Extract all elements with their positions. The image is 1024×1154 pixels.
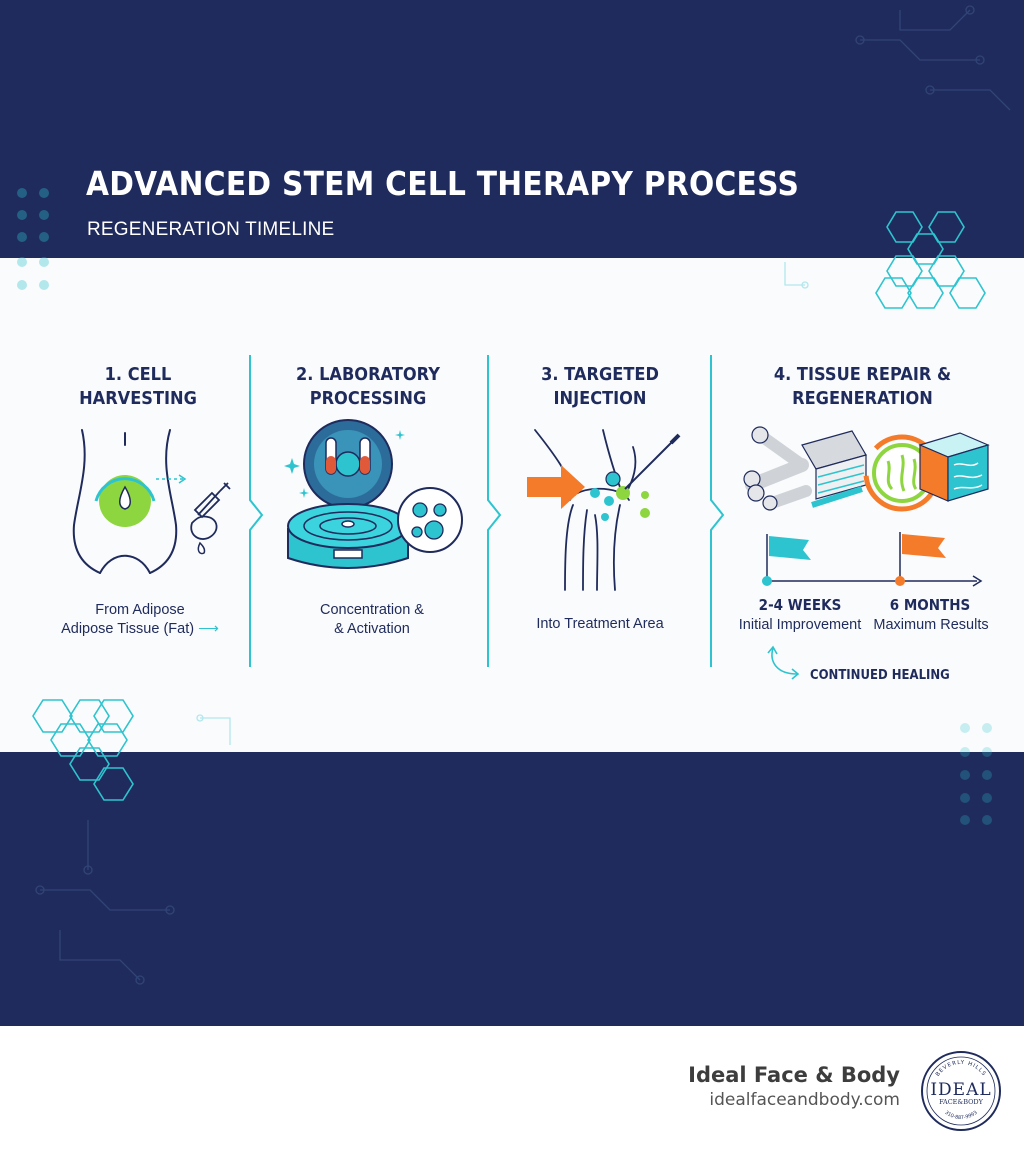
bottom-band: [0, 752, 1024, 1026]
milestone-1-sub: Initial Improvement: [738, 617, 862, 633]
divider-1: [249, 355, 264, 667]
step-3-caption: Into Treatment Area: [505, 615, 695, 634]
step-2-caption-line2: & Activation: [334, 621, 410, 637]
step-1-title: 1. CELL HARVESTING: [50, 363, 226, 411]
logo-word: IDEAL: [930, 1080, 991, 1100]
hexagon-cluster-left: [32, 699, 134, 801]
tissue-regeneration-icon: [743, 426, 990, 512]
brand-url[interactable]: idealfaceandbody.com: [709, 1090, 900, 1110]
continued-healing-label: CONTINUED HEALING: [810, 668, 950, 683]
arrow-right-icon: ⟶: [198, 621, 219, 637]
flag-icon-weeks: [762, 534, 811, 586]
page-subtitle: REGENERATION TIMELINE: [87, 219, 335, 240]
centrifuge-icon: [284, 419, 463, 569]
tissue-block-icon: [918, 432, 990, 502]
brand-name: Ideal Face & Body: [688, 1063, 900, 1087]
dot-grid-left: [17, 188, 49, 290]
tissue-layers-icon: [801, 430, 867, 508]
sparkle-icon: [284, 430, 405, 498]
background-decoration: [17, 5, 1011, 985]
step-2-caption-line1: Concentration &: [320, 602, 424, 618]
step-1-title-line2: HARVESTING: [79, 388, 197, 409]
step-4-title-line2: REGENERATION: [792, 388, 933, 409]
page-title: ADVANCED STEM CELL THERAPY PROCESS: [86, 164, 800, 203]
flag-icon-months: [895, 532, 946, 586]
bone-icon: [743, 426, 812, 511]
regeneration-timeline: [762, 532, 983, 587]
svg-text:310-887-9993: 310-887-9993: [943, 1110, 978, 1121]
dot-grid-right: [960, 723, 992, 825]
step-1-caption-line1: From Adipose: [95, 602, 185, 618]
step-3-title-line1: 3. TARGETED: [541, 364, 659, 385]
brand-logo: BEVERLY HILLS IDEAL FACE&BODY 310-887-99…: [921, 1051, 1001, 1131]
step-4-title-line1: 4. TISSUE REPAIR &: [773, 364, 952, 385]
step-3-caption-line1: Into Treatment Area: [536, 616, 664, 632]
step-2-caption: Concentration & & Activation: [272, 601, 472, 639]
logo-sub: FACE&BODY: [939, 1098, 984, 1106]
step-1-caption-line2: Adipose Tissue (Fat) ⟶: [61, 621, 219, 637]
step-1-title-line1: 1. CELL: [104, 364, 172, 385]
circuit-lines: [35, 5, 1011, 985]
step-3-title: 3. TARGETED INJECTION: [510, 363, 690, 411]
milestone-1-label: 2-4 WEEKS: [758, 596, 842, 614]
knee-injection-icon: [527, 429, 681, 591]
logo-phone: 310-887-9993: [943, 1110, 978, 1121]
step-2-title: 2. LABORATORY PROCESSING: [278, 363, 458, 411]
divider-3: [710, 355, 725, 667]
step-1-caption: From Adipose Adipose Tissue (Fat) ⟶: [40, 601, 240, 639]
curved-arrow-icon: [767, 645, 800, 680]
hexagon-cluster-top-right: [875, 211, 986, 309]
body-harvest-icon: [72, 429, 231, 574]
step-2-title-line2: PROCESSING: [309, 388, 427, 409]
milestone-2-label: 6 MONTHS: [889, 596, 971, 614]
step-4-title: 4. TISSUE REPAIR & REGENERATION: [743, 363, 982, 411]
milestone-2-sub: Maximum Results: [873, 617, 989, 633]
footer: [0, 1026, 1024, 1154]
step-3-title-line2: INJECTION: [553, 388, 647, 409]
step-2-title-line1: 2. LABORATORY: [296, 364, 440, 385]
header-band: [0, 0, 1024, 258]
divider-2: [487, 355, 502, 667]
content-band: [0, 258, 1024, 752]
